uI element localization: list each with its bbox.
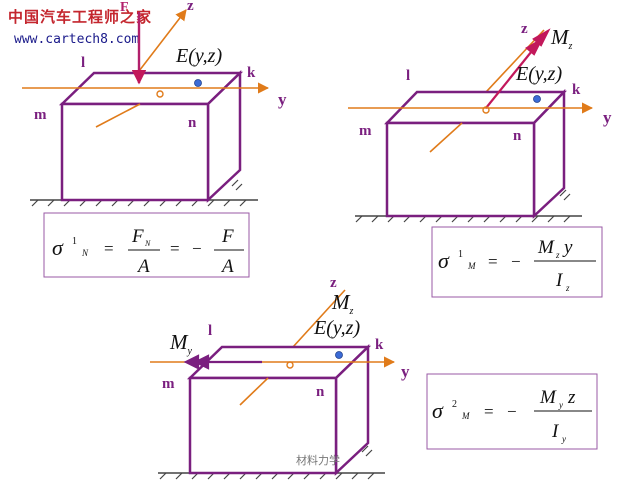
svg-text:1: 1 [72, 236, 77, 247]
moment-y-label: My [169, 330, 193, 357]
point-E-label-3: E(y,z) [313, 317, 360, 339]
svg-text:2: 2 [452, 399, 457, 410]
corner-n-3: n [316, 384, 325, 400]
svg-text:M: M [467, 261, 476, 271]
svg-text:−: − [507, 402, 517, 421]
svg-text:A: A [220, 256, 234, 277]
corner-m-1: m [34, 107, 47, 123]
formula-normal: σ 1 N = F N A = − F A [52, 226, 244, 277]
corner-l-3: l [208, 323, 212, 339]
axis-z-label-3: z [330, 275, 337, 291]
formula-moment-z: σ 1 M = − M z y I z [438, 237, 596, 293]
panel-normal-force: F z y l k m n E(y,z) σ 1 N = F N A = − [22, 0, 287, 278]
svg-text:z: z [567, 387, 576, 408]
moment-z-double-arrow [485, 28, 551, 109]
axis-y-label-2: y [603, 108, 612, 127]
moment-z-top-label: Mz [331, 290, 354, 317]
svg-text:=: = [484, 402, 494, 421]
svg-text:F: F [221, 226, 234, 247]
svg-text:I: I [551, 421, 560, 442]
origin-marker-3 [286, 361, 294, 369]
svg-text:=: = [488, 252, 498, 271]
corner-l-1: l [81, 55, 85, 71]
formula-box-2 [431, 226, 603, 298]
panel-moment-y: z Mz My y l k m n E(y,z) σ 2 M = − M y z [150, 275, 598, 480]
svg-text:σ: σ [438, 248, 450, 273]
point-E-dot-1 [194, 79, 202, 87]
corner-k-2: k [572, 82, 581, 98]
box-1 [58, 70, 244, 203]
force-label: F [120, 0, 129, 15]
axis-y-label-3: y [401, 362, 410, 381]
svg-text:σ: σ [432, 398, 444, 423]
origin-marker-2 [482, 106, 490, 114]
corner-n-2: n [513, 128, 522, 144]
svg-text:A: A [136, 256, 150, 277]
svg-text:z: z [555, 250, 560, 260]
axis-z-label-1: z [187, 0, 194, 14]
corner-k-1: k [247, 65, 256, 81]
corner-n-1: n [188, 115, 197, 131]
point-E-label-1: E(y,z) [175, 45, 222, 67]
svg-text:z: z [565, 283, 570, 293]
svg-text:N: N [144, 239, 151, 248]
point-E-dot-2 [533, 95, 541, 103]
svg-text:F: F [131, 226, 144, 247]
moment-z-label: Mz [550, 25, 573, 52]
z-axis-2-front [429, 122, 463, 153]
point-E-dot-3 [335, 351, 343, 359]
watermark-url: www.cartech8.com [14, 32, 140, 47]
svg-text:−: − [192, 239, 202, 258]
z-axis-1-front [95, 103, 141, 128]
svg-text:y: y [558, 400, 563, 410]
svg-text:M: M [539, 387, 557, 408]
corner-m-2: m [359, 123, 372, 139]
point-E-label-2: E(y,z) [515, 63, 562, 85]
box-2 [384, 88, 567, 219]
axis-y-label-1: y [278, 90, 287, 109]
corner-m-3: m [162, 376, 175, 392]
origin-marker-1 [156, 90, 164, 98]
formula-box-1 [43, 212, 250, 278]
corner-k-3: k [375, 337, 384, 353]
svg-text:M: M [537, 237, 555, 258]
corner-l-2: l [406, 68, 410, 84]
axis-z-label-2: z [521, 21, 528, 37]
svg-text:N: N [81, 248, 89, 258]
svg-text:1: 1 [458, 249, 463, 260]
svg-text:I: I [555, 270, 564, 291]
svg-text:y: y [562, 237, 573, 258]
formula-moment-y: σ 2 M = − M y z I y [432, 387, 592, 444]
watermark-site-name: 中国汽车工程师之家 [8, 9, 153, 26]
moment-y-double-arrow [183, 354, 262, 370]
box-3 [186, 344, 372, 476]
svg-text:M: M [461, 411, 470, 421]
svg-text:y: y [561, 434, 566, 444]
panel-moment-z: z Mz y l k m n E(y,z) σ 1 M = − M z y I [348, 21, 612, 298]
svg-text:=: = [104, 239, 114, 258]
svg-text:=: = [170, 239, 180, 258]
z-axis-3-front [239, 377, 269, 406]
footer-course-label: 材料力学 [296, 454, 340, 467]
svg-text:−: − [511, 252, 521, 271]
svg-text:σ: σ [52, 235, 64, 260]
